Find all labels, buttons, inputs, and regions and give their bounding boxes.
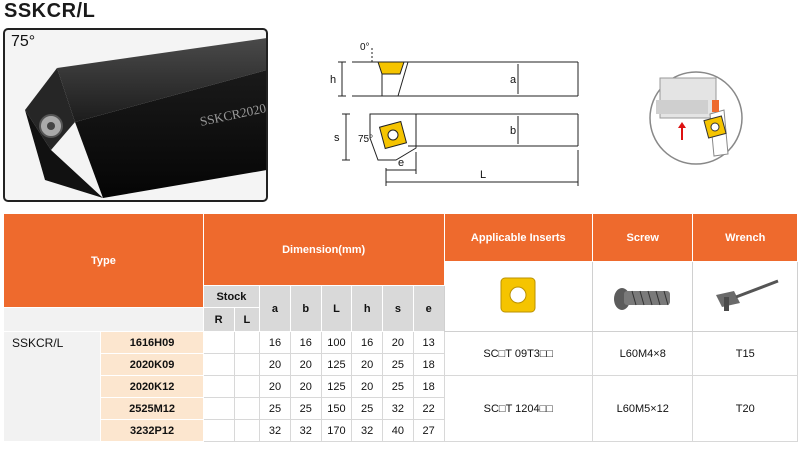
dim-b: 16: [289, 331, 322, 354]
header-screw: Screw: [592, 213, 694, 262]
dim-h: 20: [351, 353, 384, 376]
dim-L: 170: [320, 419, 353, 442]
stock-l-cell: [233, 375, 261, 398]
dim-L: 100: [320, 331, 353, 354]
page-title: SSKCR/L: [4, 0, 96, 22]
insert-image-cell: [443, 261, 594, 332]
diagram-angle-side: 75°: [358, 134, 373, 145]
wrench-icon: [716, 279, 779, 311]
header-col-a: a: [259, 285, 291, 332]
dimension-diagram: 0° h a s b 75° e L: [330, 42, 579, 186]
dim-L: 150: [320, 397, 353, 420]
header-dimension: Dimension(mm): [202, 213, 445, 286]
header-wrench: Wrench: [692, 213, 798, 262]
dim-b: 32: [289, 419, 322, 442]
dim-e: 13: [412, 331, 445, 354]
photo-angle-label: 75°: [11, 33, 36, 50]
dim-s: 32: [382, 397, 414, 420]
wrench-spec: T20: [692, 375, 798, 442]
dim-s: 20: [382, 331, 414, 354]
dim-a: 20: [259, 375, 291, 398]
stock-r-cell: [202, 419, 235, 442]
model-code: 3232P12: [100, 419, 204, 442]
diagram-angle-top: 0°: [360, 42, 370, 53]
model-code: 2020K09: [100, 353, 204, 376]
dim-s: 40: [382, 419, 414, 442]
tool-photo: SSKCR2020 75°: [3, 28, 268, 202]
header-inserts: Applicable Inserts: [443, 213, 594, 262]
dim-e: 27: [412, 419, 445, 442]
dim-a: 32: [259, 419, 291, 442]
header-col-s: s: [382, 285, 414, 332]
stock-l-cell: [233, 419, 261, 442]
dim-h: 16: [351, 331, 384, 354]
diagram-label-s: s: [334, 132, 340, 144]
header-stock: Stock: [202, 285, 261, 308]
header-type: Type: [3, 213, 204, 308]
spec-table: Type Dimension(mm) Applicable Inserts Sc…: [2, 213, 798, 442]
stock-r-cell: [202, 331, 235, 354]
dim-a: 20: [259, 353, 291, 376]
screw-image-cell: [592, 261, 694, 332]
stock-l-cell: [233, 353, 261, 376]
tool-holder-illustration: SSKCR2020: [25, 38, 266, 198]
model-code: 2020K12: [100, 375, 204, 398]
header-col-b: b: [289, 285, 322, 332]
screw-icon: [613, 288, 670, 310]
dim-e: 18: [412, 353, 445, 376]
stock-r-cell: [202, 375, 235, 398]
stock-r-cell: [202, 397, 235, 420]
diagram-label-a: a: [510, 74, 517, 86]
dim-h: 25: [351, 397, 384, 420]
insert-spec: SC□T 1204□□: [443, 375, 594, 442]
header-col-L: L: [320, 285, 353, 332]
type-spacer: [3, 307, 204, 332]
dim-h: 32: [351, 419, 384, 442]
dim-h: 20: [351, 375, 384, 398]
dim-b: 20: [289, 353, 322, 376]
model-code: 1616H09: [100, 331, 204, 354]
header-col-e: e: [412, 285, 445, 332]
stock-l-cell: [233, 397, 261, 420]
insert-spec: SC□T 09T3□□: [443, 331, 594, 376]
diagram-label-L: L: [480, 169, 486, 181]
header-col-h: h: [351, 285, 384, 332]
dim-a: 25: [259, 397, 291, 420]
stock-l-cell: [233, 331, 261, 354]
dim-e: 22: [412, 397, 445, 420]
diagram-label-h: h: [330, 74, 336, 86]
header-stock-l: L: [233, 307, 261, 332]
dim-s: 25: [382, 375, 414, 398]
model-code: 2525M12: [100, 397, 204, 420]
dim-a: 16: [259, 331, 291, 354]
type-name: SSKCR/L: [2, 331, 102, 442]
insert-icon: [500, 277, 536, 313]
diagram-label-e: e: [398, 157, 404, 169]
dim-b: 20: [289, 375, 322, 398]
stock-r-cell: [202, 353, 235, 376]
dim-e: 18: [412, 375, 445, 398]
mounting-illustration: [649, 71, 743, 165]
screw-spec: L60M5×12: [592, 375, 694, 442]
dim-b: 25: [289, 397, 322, 420]
dim-L: 125: [320, 353, 353, 376]
dim-s: 25: [382, 353, 414, 376]
wrench-spec: T15: [692, 331, 798, 376]
screw-spec: L60M4×8: [592, 331, 694, 376]
wrench-image-cell: [692, 261, 798, 332]
diagram-label-b: b: [510, 125, 516, 137]
header-stock-r: R: [202, 307, 235, 332]
dim-L: 125: [320, 375, 353, 398]
